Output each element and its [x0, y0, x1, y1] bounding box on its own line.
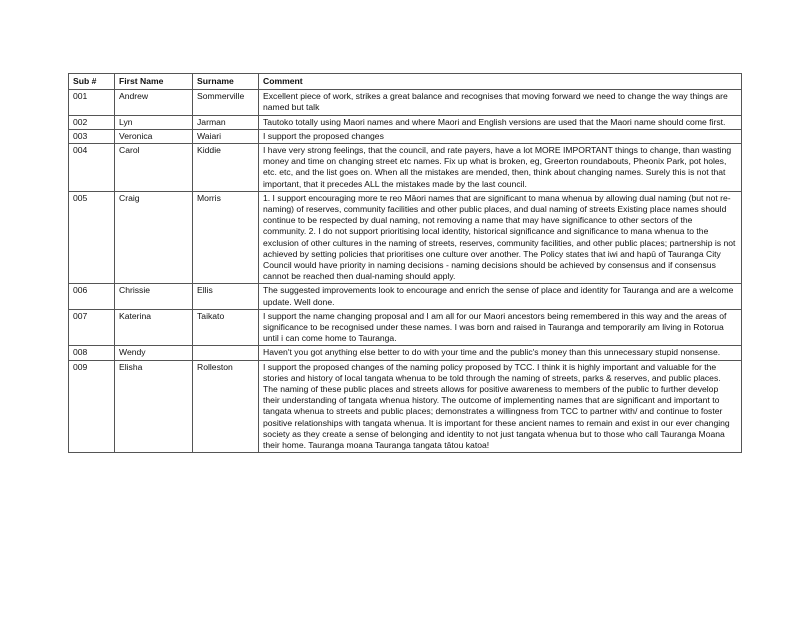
- header-row: Sub # First Name Surname Comment: [68, 72, 742, 91]
- cell-first-name: Wendy: [114, 345, 193, 361]
- cell-sub-number: 006: [68, 283, 115, 310]
- header-comment: Comment: [258, 72, 742, 91]
- table-row: 001 Andrew Sommerville Excellent piece o…: [68, 89, 742, 116]
- header-first-name: First Name: [114, 72, 193, 91]
- table-row: 002 Lyn Jarman Tautoko totally using Mao…: [68, 114, 742, 130]
- cell-comment: I have very strong feelings, that the co…: [258, 143, 742, 192]
- cell-first-name: Lyn: [114, 114, 193, 130]
- cell-sub-number: 001: [68, 89, 115, 116]
- table-row: 008 Wendy Haven't you got anything else …: [68, 345, 742, 361]
- cell-comment: Tautoko totally using Maori names and wh…: [258, 114, 742, 130]
- table-row: 004 Carol Kiddie I have very strong feel…: [68, 143, 742, 192]
- cell-surname: Ellis: [192, 283, 259, 310]
- cell-surname: Sommerville: [192, 89, 259, 116]
- header-surname: Surname: [192, 72, 259, 91]
- cell-comment: Haven't you got anything else better to …: [258, 345, 742, 361]
- cell-comment: The suggested improvements look to encou…: [258, 283, 742, 310]
- cell-first-name: Carol: [114, 143, 193, 192]
- cell-sub-number: 009: [68, 359, 115, 454]
- cell-first-name: Veronica: [114, 128, 193, 145]
- cell-sub-number: 007: [68, 308, 115, 347]
- cell-surname: Taikato: [192, 308, 259, 347]
- cell-comment: I support the proposed changes of the na…: [258, 359, 742, 454]
- cell-sub-number: 004: [68, 143, 115, 192]
- cell-sub-number: 005: [68, 190, 115, 285]
- cell-sub-number: 003: [68, 128, 115, 145]
- cell-sub-number: 008: [68, 345, 115, 361]
- cell-sub-number: 002: [68, 114, 115, 130]
- table-row: 009 Elisha Rolleston I support the propo…: [68, 359, 742, 454]
- cell-comment: I support the proposed changes: [258, 128, 742, 145]
- cell-surname: [192, 345, 259, 361]
- table-body: 001 Andrew Sommerville Excellent piece o…: [68, 89, 742, 454]
- cell-first-name: Andrew: [114, 89, 193, 116]
- cell-comment: 1. I support encouraging more te reo Māo…: [258, 190, 742, 285]
- cell-surname: Jarman: [192, 114, 259, 130]
- header-sub-number: Sub #: [68, 72, 115, 91]
- table-row: 007 Katerina Taikato I support the name …: [68, 308, 742, 347]
- cell-surname: Rolleston: [192, 359, 259, 454]
- table-row: 005 Craig Morris 1. I support encouragin…: [68, 190, 742, 285]
- cell-comment: I support the name changing proposal and…: [258, 308, 742, 347]
- cell-first-name: Chrissie: [114, 283, 193, 310]
- cell-first-name: Katerina: [114, 308, 193, 347]
- cell-first-name: Craig: [114, 190, 193, 285]
- cell-comment: Excellent piece of work, strikes a great…: [258, 89, 742, 116]
- cell-first-name: Elisha: [114, 359, 193, 454]
- table-row: 006 Chrissie Ellis The suggested improve…: [68, 283, 742, 310]
- table-header: Sub # First Name Surname Comment: [68, 72, 742, 91]
- table-row: 003 Veronica Waiari I support the propos…: [68, 128, 742, 145]
- cell-surname: Waiari: [192, 128, 259, 145]
- submissions-table: Sub # First Name Surname Comment 001 And…: [68, 72, 742, 454]
- cell-surname: Morris: [192, 190, 259, 285]
- cell-surname: Kiddie: [192, 143, 259, 192]
